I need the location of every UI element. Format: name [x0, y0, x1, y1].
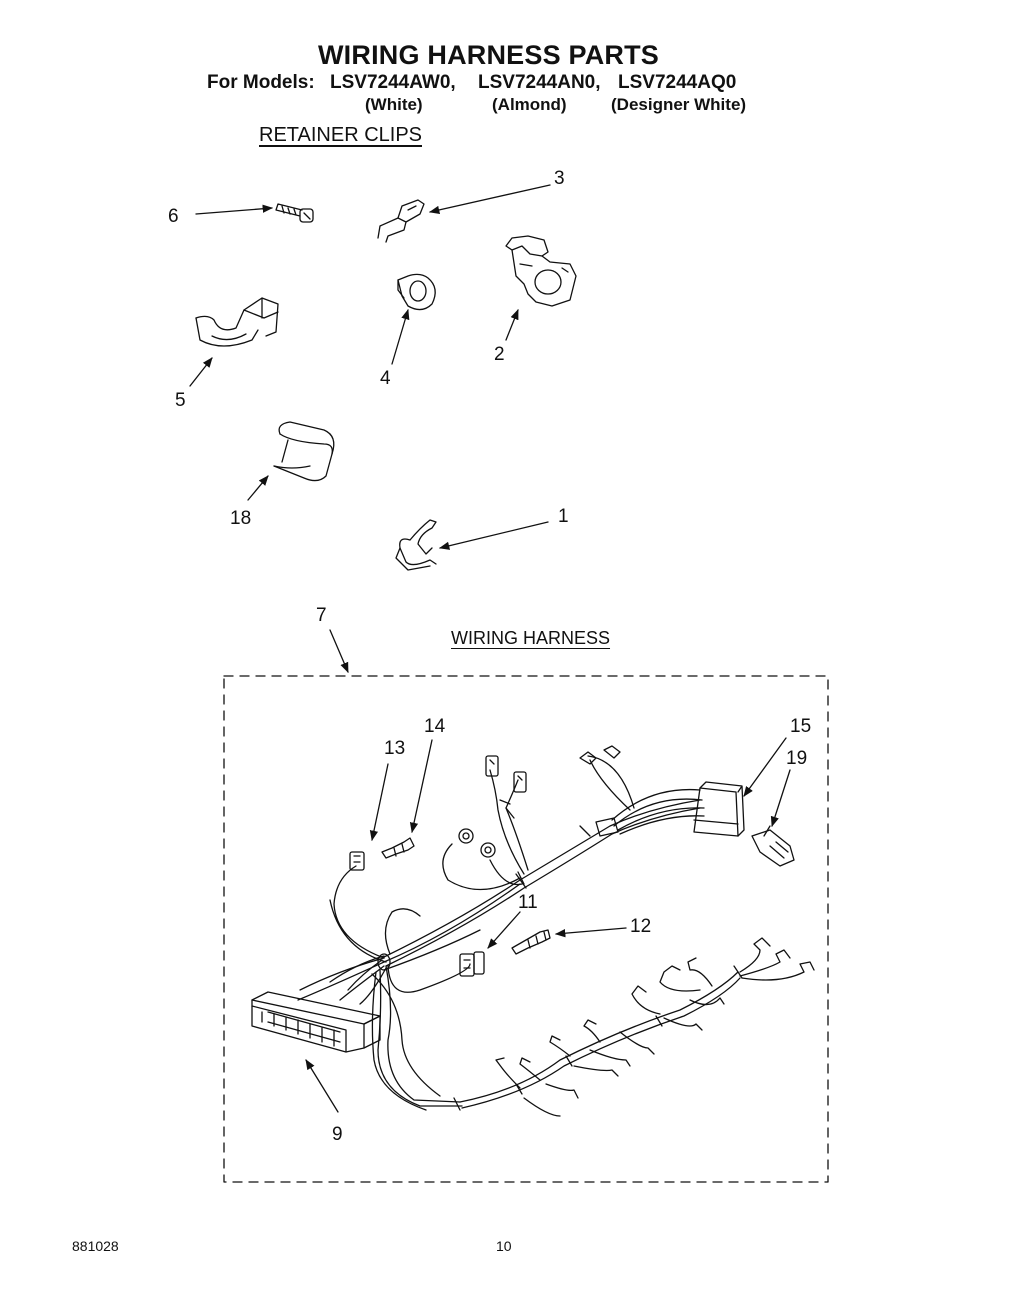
variant-almond: (Almond): [492, 95, 567, 114]
part-6-screw: [275, 203, 314, 223]
wiring-harness-box: [223, 675, 829, 1183]
top-connectors: [485, 745, 621, 793]
model-code-designer-white: LSV7244AQ0: [618, 72, 737, 93]
model-code-almond: LSV7244AN0,: [478, 72, 601, 93]
leader-7: [329, 629, 349, 673]
page-title: WIRING HARNESS PARTS: [318, 40, 660, 70]
part-13-connector: [349, 851, 365, 871]
callout-1: 1: [558, 506, 569, 527]
part-12-terminal: [511, 929, 551, 955]
callout-2: 2: [494, 344, 505, 365]
variant-white: (White): [365, 95, 423, 114]
callout-19: 19: [786, 748, 808, 769]
leader-4: [391, 309, 410, 365]
leader-2: [505, 309, 519, 341]
leader-12: [554, 927, 627, 938]
part-14-terminal: [381, 837, 415, 859]
leader-14: [409, 739, 433, 834]
callout-12: 12: [630, 916, 652, 937]
part-7-harness: [297, 755, 815, 1117]
ring-terminals: [458, 828, 496, 858]
part-2-snap-clip: [505, 235, 577, 307]
callout-4: 4: [380, 368, 391, 389]
leader-6: [195, 204, 274, 215]
part-11-connector: [459, 951, 485, 977]
part-18-sleeve: [273, 421, 335, 482]
callout-7: 7: [316, 605, 327, 626]
callout-14: 14: [424, 716, 446, 737]
part-3-clip: [377, 199, 425, 243]
callout-18: 18: [230, 508, 252, 529]
leader-13: [369, 763, 389, 842]
callout-6: 6: [168, 206, 179, 227]
callout-3: 3: [554, 168, 565, 189]
part-15-connector: [693, 781, 745, 837]
page-number: 10: [496, 1238, 512, 1254]
callout-9: 9: [332, 1124, 343, 1145]
part-19-terminal: [751, 825, 795, 867]
leader-5: [189, 357, 213, 387]
leader-19: [770, 769, 791, 827]
leader-3: [428, 184, 551, 215]
leader-18: [247, 475, 269, 501]
part-9-connector: [251, 991, 381, 1053]
leader-9: [305, 1059, 339, 1113]
part-1-c-clip: [395, 519, 437, 571]
models-label: For Models:: [207, 72, 315, 93]
model-code-white: LSV7244AW0,: [330, 72, 456, 93]
leader-1: [438, 521, 549, 550]
variant-designer-white: (Designer White): [611, 95, 747, 114]
callout-5: 5: [175, 390, 186, 411]
leader-15: [743, 737, 787, 797]
callout-11: 11: [518, 892, 538, 913]
section-wiring-harness: WIRING HARNESS: [451, 628, 611, 648]
callout-15: 15: [790, 716, 812, 737]
leader-11: [487, 911, 521, 949]
part-4-ring-clip: [397, 273, 436, 311]
part-5-clamp: [195, 297, 279, 347]
section-retainer-clips: RETAINER CLIPS: [259, 124, 422, 146]
terminal-group: [495, 937, 815, 1117]
callout-13: 13: [384, 738, 406, 759]
footer-code: 881028: [72, 1238, 119, 1254]
